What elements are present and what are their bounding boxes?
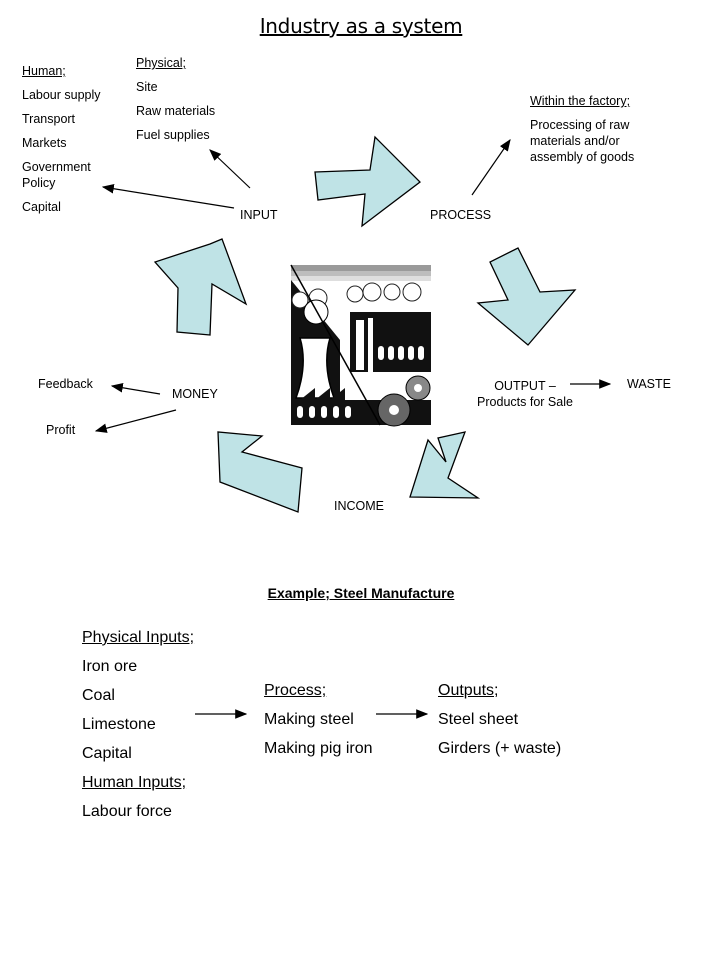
- example-inputs-block: Physical Inputs; Iron ore Coal Limestone…: [82, 628, 222, 831]
- example-outputs-block: Outputs; Steel sheet Girders (+ waste): [438, 681, 598, 768]
- list-item: Limestone: [82, 716, 156, 733]
- list-item: Markets: [22, 136, 67, 150]
- process-detail-text: Processing of raw materials and/or assem…: [530, 118, 635, 164]
- list-item: Making pig iron: [264, 740, 373, 757]
- output-label-line2: Products for Sale: [477, 395, 573, 409]
- list-item: Steel sheet: [438, 711, 519, 728]
- list-item: Raw materials: [136, 104, 216, 118]
- input-label: INPUT: [240, 208, 278, 222]
- example-process-block: Process; Making steel Making pig iron: [264, 681, 404, 768]
- list-item: Site: [136, 80, 158, 94]
- cycle-arrow-output-to-income: [409, 431, 481, 499]
- human-inputs-subheading: Human Inputs;: [82, 774, 187, 791]
- income-label: INCOME: [334, 499, 384, 513]
- list-item: Capital: [22, 200, 61, 214]
- money-label: MONEY: [172, 387, 218, 401]
- list-item: Transport: [22, 112, 76, 126]
- feedback-label: Feedback: [38, 377, 93, 391]
- physical-inputs-heading: Physical;: [136, 56, 187, 70]
- list-item: Iron ore: [82, 658, 138, 675]
- output-label: OUTPUT – Products for Sale: [470, 378, 580, 410]
- cycle-arrow-process-to-output: [476, 247, 577, 346]
- example-heading: Example; Steel Manufacture: [267, 585, 455, 601]
- waste-label: WASTE: [627, 377, 671, 391]
- arrow-input-to-human: [101, 183, 235, 209]
- physical-inputs-block: Physical; Site Raw materials Fuel suppli…: [136, 55, 246, 151]
- human-inputs-list: Labour supply Transport Markets Governme…: [22, 87, 122, 215]
- cycle-arrow-income-to-money: [217, 431, 303, 513]
- cycle-arrow-input-to-process: [314, 135, 421, 228]
- process-detail-heading: Within the factory;: [530, 94, 631, 108]
- list-item: Labour force: [82, 803, 172, 820]
- cycle-arrows: [153, 135, 577, 513]
- arrow-input-to-physical: [209, 149, 251, 189]
- process-subheading: Process;: [264, 682, 327, 699]
- physical-inputs-list: Site Raw materials Fuel supplies: [136, 79, 246, 143]
- list-item: Government Policy: [22, 160, 91, 190]
- arrow-process-to-factory: [471, 139, 511, 196]
- process-detail-block: Within the factory; Processing of raw ma…: [530, 93, 670, 165]
- arrow-money-to-feedback: [110, 383, 161, 395]
- list-item: Making steel: [264, 711, 354, 728]
- factory-image: [290, 264, 431, 427]
- list-item: Labour supply: [22, 88, 101, 102]
- profit-label: Profit: [46, 423, 76, 437]
- arrow-money-to-profit: [94, 409, 177, 433]
- list-item: Coal: [82, 687, 115, 704]
- list-item: Capital: [82, 745, 132, 762]
- output-label-line1: OUTPUT –: [494, 379, 556, 393]
- physical-inputs-subheading: Physical Inputs;: [82, 629, 195, 646]
- list-item: Fuel supplies: [136, 128, 210, 142]
- page-title: Industry as a system: [259, 14, 463, 38]
- cycle-arrow-money-to-input: [153, 238, 248, 336]
- list-item: Girders (+ waste): [438, 740, 562, 757]
- process-label: PROCESS: [430, 208, 492, 222]
- human-inputs-heading: Human;: [22, 64, 66, 78]
- human-inputs-block: Human; Labour supply Transport Markets G…: [22, 63, 122, 223]
- outputs-subheading: Outputs;: [438, 682, 499, 699]
